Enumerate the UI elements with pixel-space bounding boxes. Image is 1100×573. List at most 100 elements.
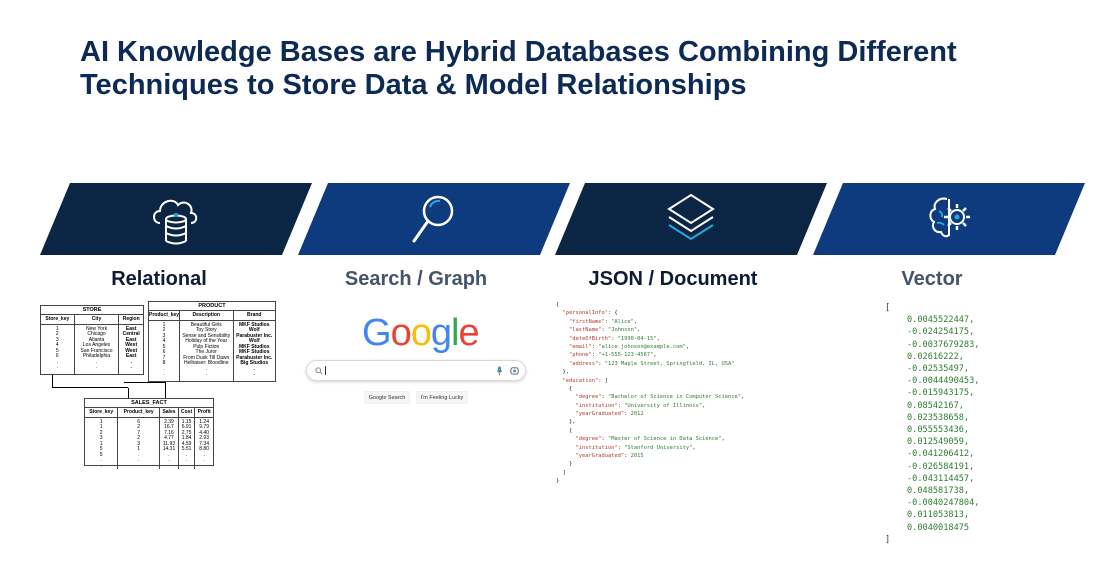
json-line: "yearGraduated": 2015	[575, 453, 644, 460]
vector-value: -0.0044490453,	[907, 376, 980, 387]
product-table: PRODUCT Product_key Description Brand 1 …	[148, 301, 276, 382]
column-header: Description	[179, 311, 234, 321]
vector-value: -0.0037679283,	[907, 339, 980, 350]
json-line: }	[556, 461, 573, 468]
json-line: "yearGraduated": 2012	[575, 411, 644, 418]
json-line: {	[556, 427, 573, 434]
json-line: },	[556, 369, 569, 376]
brain-gear-icon	[929, 197, 970, 238]
column-values: 1.24 9.79 4.40 2.93 7.34 8.80 . .	[199, 418, 209, 463]
vector-value: 0.02616222,	[907, 351, 964, 362]
json-line: "degree": "Bachelor of Science in Comput…	[575, 394, 745, 401]
band-relational	[40, 183, 312, 255]
json-document: { "personalInfo": { "firstName": "Alice"…	[556, 301, 806, 486]
json-line: },	[556, 419, 576, 426]
vector-value: 0.012549059,	[907, 437, 970, 448]
google-logo: Google	[362, 312, 480, 355]
vector-value: -0.041206412,	[907, 449, 975, 460]
column-label-json-document: JSON / Document	[588, 268, 758, 290]
vector-value: 0.023538658,	[907, 412, 970, 423]
search-input[interactable]	[306, 360, 526, 381]
column-values: 1.15 6.91 2.75 1.84 4.59 5.51 . .	[178, 417, 196, 469]
vector-value: 0.055553436,	[907, 425, 970, 436]
json-line: "education": [	[562, 377, 608, 384]
column-values: 1 2 3 4 5 6 . .	[41, 324, 75, 375]
vector-value: -0.026584191,	[907, 461, 975, 472]
json-line: "email": "alice.johnson@example.com",	[568, 343, 690, 350]
column-values: Beautiful Girls Toy Story Sense and Sens…	[179, 320, 234, 382]
column-values: 6 2 7 2 3 1 . .	[117, 417, 161, 469]
close-bracket: ]	[885, 534, 891, 545]
json-line: "phone": "+1-555-123-4567",	[568, 352, 657, 359]
vector-value: 0.0045522447,	[907, 315, 975, 326]
column-values: East Central East West West East . .	[122, 325, 140, 370]
logo-letter: o	[410, 312, 432, 354]
json-line: }	[556, 478, 560, 485]
vector-value: -0.024254175,	[907, 327, 975, 338]
column-values: 1 1 2 3 1 5 5 . .	[85, 417, 119, 469]
logo-letter: g	[430, 312, 452, 354]
camera-lens-icon[interactable]	[510, 366, 519, 375]
json-line: "personalInfo": {	[562, 310, 618, 317]
vector-value: 0.048581738,	[907, 486, 970, 497]
column-header: Region	[118, 315, 143, 325]
column-header: Sales	[159, 408, 179, 418]
column-values: 1 2 3 4 5 6 7 8 . .	[149, 320, 181, 382]
json-line: "firstName": "Alice",	[568, 318, 638, 325]
band-vector	[813, 183, 1085, 255]
json-line: {	[556, 385, 573, 392]
slide-title: AI Knowledge Bases are Hybrid Databases …	[80, 36, 957, 101]
search-icon	[315, 367, 323, 375]
logo-letter: G	[362, 312, 392, 354]
layers-icon	[667, 193, 715, 241]
feeling-lucky-button[interactable]: I'm Feeling Lucky	[416, 391, 468, 404]
column-values: New York Chicago Atlanta Los Angeles San…	[74, 324, 120, 375]
vector-values: 0.0045522447,-0.024254175,-0.0037679283,…	[885, 314, 1005, 534]
category-bands	[0, 183, 1100, 255]
vector-value: -0.0040247804,	[907, 498, 980, 509]
column-label-relational: Relational	[111, 268, 207, 290]
column-label-vector: Vector	[901, 268, 963, 290]
band-search-graph	[298, 183, 570, 255]
json-line: "degree": "Master of Science in Data Sci…	[575, 436, 725, 443]
json-line: "address": "123 Maple Street, Springfiel…	[568, 360, 735, 367]
vector-value: 0.011053813,	[907, 510, 970, 521]
microphone-icon[interactable]	[496, 366, 503, 376]
logo-letter: o	[390, 312, 412, 354]
vector-value: -0.02535497,	[907, 364, 970, 375]
logo-letter: l	[450, 312, 460, 354]
google-search-button[interactable]: Google Search	[364, 391, 410, 404]
column-header: Product_key	[117, 408, 161, 418]
table-name: STORE	[41, 306, 143, 315]
json-line: "lastName": "Johnson",	[568, 327, 641, 334]
magnifier-icon	[412, 195, 454, 243]
json-line: "institution": "University of Illinois",	[575, 402, 706, 409]
relation-connector	[52, 375, 128, 388]
vector-value: 0.0040018475	[907, 522, 970, 533]
table-name: PRODUCT	[149, 302, 275, 311]
vector-value: -0.015943175,	[907, 388, 975, 399]
json-line: ]	[556, 469, 566, 476]
column-header: Store_key	[41, 315, 75, 325]
relation-connector	[128, 388, 129, 399]
column-header: Store_key	[85, 408, 119, 418]
open-bracket: [	[885, 303, 891, 313]
json-line: {	[556, 302, 560, 308]
column-header: Brand	[233, 311, 275, 321]
table-name: SALES_FACT	[85, 399, 213, 408]
text-cursor	[325, 366, 326, 375]
cloud-database-icon	[153, 199, 198, 245]
column-header: City	[74, 315, 120, 325]
column-values: MKF Studios Wolf Parabuster Inc. Wolf MK…	[236, 321, 273, 377]
column-header: Profit	[194, 408, 213, 418]
column-values: 2.39 16.7 7.16 4.77 11.93 14.31 . .	[159, 417, 179, 469]
vector-value: -0.043114457,	[907, 473, 975, 484]
logo-letter: e	[458, 312, 479, 354]
sales-fact-table: SALES_FACT Store_key Product_key Sales C…	[84, 398, 214, 469]
relation-connector	[124, 382, 166, 399]
column-label-search-graph: Search / Graph	[344, 268, 488, 290]
store-table: STORE Store_key City Region 1 2 3 4 5 6 …	[40, 305, 144, 375]
json-line: "dateOfBirth": "1990-04-15",	[568, 335, 660, 342]
band-json-document	[555, 183, 827, 255]
vector-embedding: [ 0.0045522447,-0.024254175,-0.003767928…	[885, 302, 1005, 546]
